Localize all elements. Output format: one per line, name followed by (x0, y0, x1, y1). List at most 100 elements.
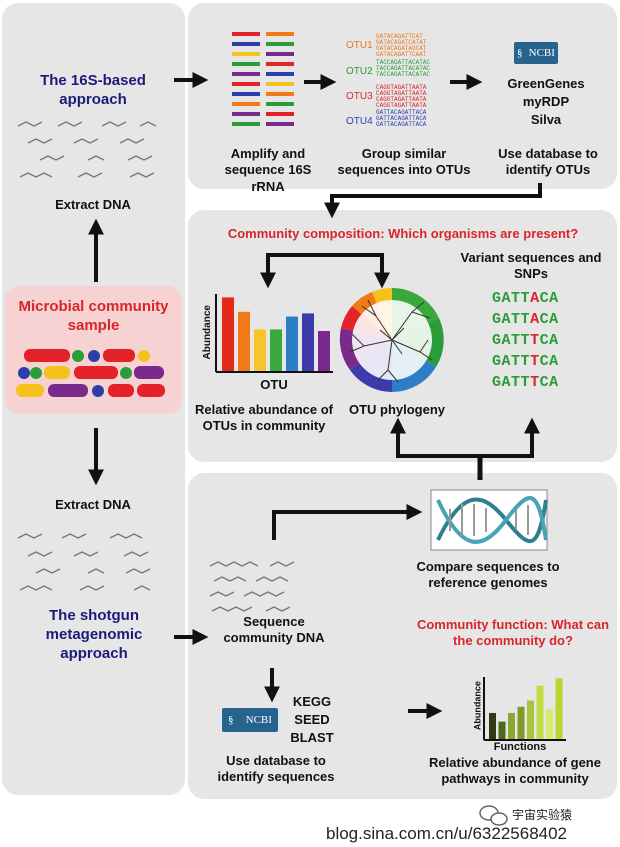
function-bar (536, 685, 544, 739)
snp-base: G (492, 353, 502, 370)
compare-genomes-label: Compare sequences to reference genomes (416, 559, 560, 591)
use-database-sequences-label: Use database to identify sequences (217, 753, 335, 785)
otu-phylogeny-wheel (339, 288, 444, 392)
snp-base: A (501, 353, 512, 370)
functions-chart-y-label: Abundance (472, 681, 483, 731)
otu-sequence: TACCAGATTACATAC (376, 65, 431, 72)
composition-bracket (260, 253, 390, 289)
extract-dna-bottom-label: Extract DNA (55, 497, 131, 512)
snp-base: T (530, 332, 540, 349)
snp-base: C (539, 290, 550, 307)
otu-label: OTU1 (346, 40, 373, 51)
snp-sequence: GATTACA (492, 311, 559, 328)
dna-fragments-bottom (17, 533, 151, 591)
snp-sequence: GATTTCA (492, 353, 559, 370)
otu-sequence: GATACAGATTCAAT (376, 51, 427, 58)
otu-label: OTU2 (346, 66, 373, 77)
function-bar (498, 721, 506, 739)
otu-bar (222, 297, 234, 371)
snp-base: T (511, 332, 521, 349)
otu-sequence: GATACAGATCATAT (376, 39, 427, 46)
snp-base: A (501, 311, 512, 328)
approach-shotgun-label: The shotgun metagenomic approach (45, 607, 143, 662)
snp-base: T (511, 374, 521, 391)
snp-base: A (501, 374, 512, 391)
snp-base: T (530, 374, 540, 391)
microbe-cells (16, 349, 165, 397)
snp-base: T (520, 374, 531, 391)
snp-base: T (520, 332, 531, 349)
snp-base: T (520, 353, 531, 370)
arrows-shotgun (264, 417, 540, 719)
amplified-sequences (232, 32, 294, 126)
functions-chart-x-label: Functions (493, 741, 547, 753)
otu-label: OTU4 (346, 116, 373, 127)
otu-sequence: CAGGTAGATTAATA (376, 102, 427, 109)
reference-genome-helix (430, 489, 548, 551)
snp-base: A (549, 332, 559, 349)
database-myrdp: myRDP (522, 94, 570, 109)
snp-base: T (530, 353, 540, 370)
composition-title: Community composition: Which organisms a… (227, 226, 579, 241)
otu-sequence: GATTACAGATTACA (376, 121, 427, 128)
otu-phylogeny-label: OTU phylogeny (348, 402, 446, 417)
ncbi-logo-top: §NCBI (514, 42, 558, 64)
otu-bar (286, 316, 298, 371)
otu-sequence: GATACAGATTCAT (376, 33, 423, 40)
otu-sequence: TACCAGATTACATAC (376, 71, 431, 78)
otu-sequence: GATACAGATAGCAT (376, 45, 427, 52)
function-bar (489, 712, 496, 739)
wechat-icon (479, 805, 508, 826)
function-bar (546, 709, 553, 739)
otu-chart-x-label: OTU (260, 377, 288, 392)
snp-sequence: GATTTCA (492, 332, 559, 349)
function-bar (527, 700, 534, 739)
otu-label: OTU3 (346, 91, 373, 102)
blog-watermark: blog.sina.com.cn/u/6322568402 (326, 824, 568, 843)
snp-base: G (492, 290, 502, 307)
snp-sequence: GATTACA (492, 290, 559, 307)
snp-base: G (492, 311, 502, 328)
snp-sequence: GATTTCA (492, 374, 559, 391)
snp-base: T (511, 353, 521, 370)
amplify-label: Amplify and sequence 16S rRNA (224, 146, 312, 194)
database-silva: Silva (530, 112, 562, 127)
use-database-otus-label: Use database to identify OTUs (498, 146, 598, 178)
wechat-account-label: 宇宙实验猿 (512, 808, 573, 822)
variants-title: Variant sequences and SNPs (460, 250, 602, 282)
database-greengenes: GreenGenes (507, 76, 585, 91)
snp-base: C (539, 332, 550, 349)
approach-16s-label: The 16S-based approach (40, 72, 146, 108)
snp-base: G (492, 332, 502, 349)
snp-base: C (539, 353, 550, 370)
otu-bar (254, 329, 266, 371)
otu-bar (318, 331, 330, 371)
otu-bar (270, 329, 282, 371)
database-blast: BLAST (290, 730, 334, 745)
sequence-dna-label: Sequence community DNA (223, 614, 325, 646)
snp-base: A (549, 353, 559, 370)
dna-fragments-top (17, 121, 157, 178)
otu-sequence: CAGGTAGATTAATA (376, 96, 427, 103)
snp-base: A (501, 332, 512, 349)
snp-base: T (511, 311, 521, 328)
ncbi-logo-mark-icon: § (517, 47, 523, 59)
function-bar (517, 706, 525, 739)
arrows-top-row (174, 72, 542, 219)
otu-bar (302, 313, 314, 371)
function-bar (555, 678, 563, 739)
database-seed: SEED (294, 712, 330, 727)
relative-abundance-otus-label: Relative abundance of OTUs in community (195, 402, 333, 434)
snp-base: C (539, 311, 550, 328)
ncbi-logo-bottom: §NCBI (222, 708, 278, 732)
snp-base: G (492, 374, 502, 391)
otu-abundance-chart (215, 294, 333, 373)
extract-dna-top-label: Extract DNA (55, 197, 131, 212)
snp-base: C (539, 374, 550, 391)
otu-sequence: GATTACAGATTACA (376, 109, 427, 116)
arrows-left (88, 218, 209, 645)
snp-base: A (530, 290, 540, 307)
otu-sequence: GATTACAGATTACA (376, 115, 427, 122)
database-kegg: KEGG (292, 694, 332, 709)
